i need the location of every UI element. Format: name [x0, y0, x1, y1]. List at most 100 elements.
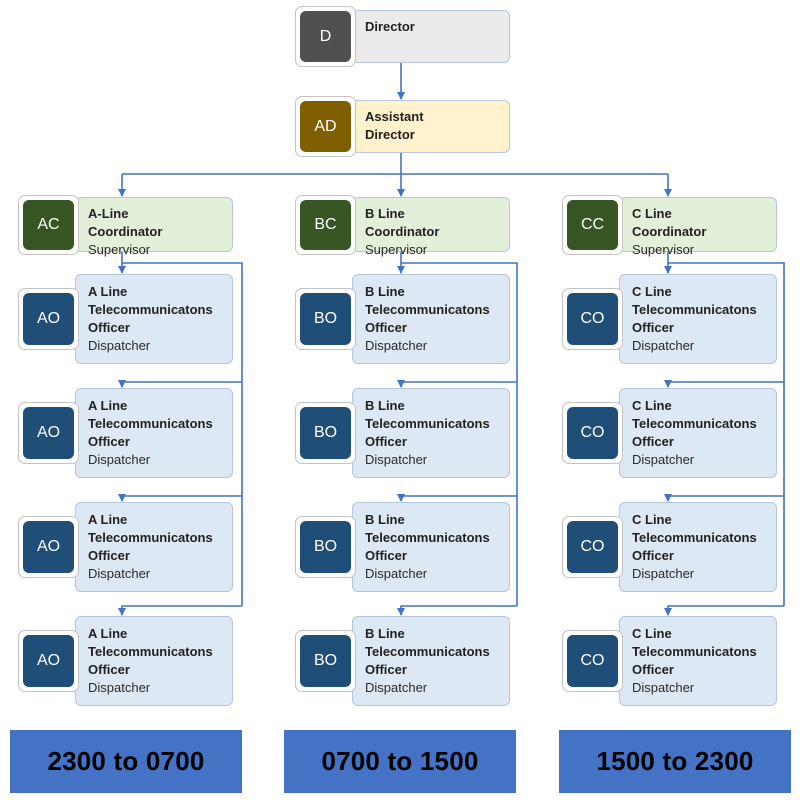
officer-b-4-node-title: B Line — [365, 626, 405, 641]
officer-c-1-node-title: C Line — [632, 284, 672, 299]
coordinator-a-node-badge-frame: AC — [18, 195, 79, 255]
officer-c-1-node-badge-frame: CO — [562, 288, 623, 350]
officer-a-1-node-title: Officer — [88, 320, 130, 335]
officer-c-1-node-title: Officer — [632, 320, 674, 335]
coordinator-a-node-title: A-Line Coordinator — [88, 206, 163, 239]
coordinator-b-node-badge-frame: BC — [295, 195, 356, 255]
connector-spine-a-to-officer-2 — [118, 380, 242, 388]
officer-c-1-node-card — [619, 274, 777, 364]
officer-a-3-node-initials-badge: AO — [23, 521, 74, 573]
officer-c-2-node-title: Telecommunicatons — [632, 416, 757, 431]
officer-a-2-node-badge-frame: AO — [18, 402, 79, 464]
director-node-badge-frame: D — [295, 6, 356, 67]
officer-b-1-node-title: B Line — [365, 284, 405, 299]
officer-a-4-node-title: Telecommunicatons — [88, 644, 213, 659]
coordinator-a-node-subtitle: Supervisor — [88, 242, 151, 257]
coordinator-b-node-card — [352, 197, 510, 252]
connector-spine-c-to-officer-4 — [664, 605, 784, 616]
officer-b-1-node-badge-frame: BO — [295, 288, 356, 350]
officer-a-4-node-title: A Line — [88, 626, 128, 641]
coordinator-c-node-title: C Line Coordinator — [632, 206, 707, 239]
officer-b-2-node-initials-badge: BO — [300, 407, 351, 459]
assistant-director-node-text: Assistant Director — [365, 108, 424, 144]
officer-a-1-node-title: Telecommunicatons — [88, 302, 213, 317]
connector-spine-c-to-officer-3 — [664, 494, 784, 502]
officer-a-2-node-title: Telecommunicatons — [88, 416, 213, 431]
officer-b-3-node-initials-badge: BO — [300, 521, 351, 573]
connector-spine-a-to-officer-4 — [118, 605, 242, 616]
connector-spine-b-to-officer-4 — [397, 605, 517, 616]
connector-spine-b-to-officer-2 — [397, 380, 517, 388]
director-node-card — [352, 10, 510, 63]
coordinator-c-node-card — [619, 197, 777, 252]
coordinator-c-node-initials-badge: CC — [567, 200, 618, 250]
officer-a-1-node-subtitle: Dispatcher — [88, 338, 151, 353]
director-node-text: Director — [365, 18, 415, 36]
officer-b-4-node-badge-frame: BO — [295, 630, 356, 692]
coordinator-c-node-subtitle: Supervisor — [632, 242, 695, 257]
officer-c-1-node-subtitle: Dispatcher — [632, 338, 695, 353]
officer-c-2-node-badge-frame: CO — [562, 402, 623, 464]
officer-b-4-node-title: Telecommunicatons — [365, 644, 490, 659]
shift-footer-a: 2300 to 0700 — [10, 730, 242, 793]
officer-b-3-node-title: B Line — [365, 512, 405, 527]
officer-b-1-node-title: Telecommunicatons — [365, 302, 490, 317]
officer-b-1-node-subtitle: Dispatcher — [365, 338, 428, 353]
connector-spine-b-to-officer-3 — [397, 494, 517, 502]
director-node-title: Director — [365, 19, 415, 34]
officer-b-2-node-card — [352, 388, 510, 478]
officer-c-2-node-title: Officer — [632, 434, 674, 449]
officer-a-3-node-title: Telecommunicatons — [88, 530, 213, 545]
officer-b-4-node-card — [352, 616, 510, 706]
officer-a-3-node-card — [75, 502, 233, 592]
officer-c-3-node-initials-badge: CO — [567, 521, 618, 573]
officer-a-1-node-badge-frame: AO — [18, 288, 79, 350]
connector-spine-a-to-officer-3 — [118, 494, 242, 502]
director-node-initials-badge: D — [300, 11, 351, 62]
officer-a-1-node-initials-badge: AO — [23, 293, 74, 345]
officer-c-4-node-subtitle: Dispatcher — [632, 680, 695, 695]
officer-b-3-node-title: Telecommunicatons — [365, 530, 490, 545]
officer-a-2-node-title: A Line — [88, 398, 128, 413]
officer-c-4-node-title: Officer — [632, 662, 674, 677]
officer-b-3-node-card — [352, 502, 510, 592]
officer-c-3-node-title: C Line — [632, 512, 672, 527]
officer-c-1-node-title: Telecommunicatons — [632, 302, 757, 317]
coordinator-a-node-initials-badge: AC — [23, 200, 74, 250]
officer-a-2-node-title: Officer — [88, 434, 130, 449]
officer-c-4-node-title: C Line — [632, 626, 672, 641]
officer-b-2-node-title: Officer — [365, 434, 407, 449]
officer-b-4-node-subtitle: Dispatcher — [365, 680, 428, 695]
officer-c-1-node-initials-badge: CO — [567, 293, 618, 345]
officer-a-3-node-badge-frame: AO — [18, 516, 79, 578]
officer-b-2-node-title: Telecommunicatons — [365, 416, 490, 431]
officer-b-4-node-initials-badge: BO — [300, 635, 351, 687]
assistant-director-node-badge-frame: AD — [295, 96, 356, 157]
officer-c-3-node-badge-frame: CO — [562, 516, 623, 578]
officer-c-4-node-badge-frame: CO — [562, 630, 623, 692]
officer-b-3-node-subtitle: Dispatcher — [365, 566, 428, 581]
assistant-director-node-title: Assistant Director — [365, 109, 424, 142]
officer-a-3-node-title: A Line — [88, 512, 128, 527]
officer-a-2-node-subtitle: Dispatcher — [88, 452, 151, 467]
connector-spine-c-to-officer-2 — [664, 380, 784, 388]
officer-a-4-node-subtitle: Dispatcher — [88, 680, 151, 695]
officer-b-2-node-title: B Line — [365, 398, 405, 413]
coordinator-b-node-title: B Line Coordinator — [365, 206, 440, 239]
coordinator-b-node-initials-badge: BC — [300, 200, 351, 250]
officer-a-4-node-initials-badge: AO — [23, 635, 74, 687]
